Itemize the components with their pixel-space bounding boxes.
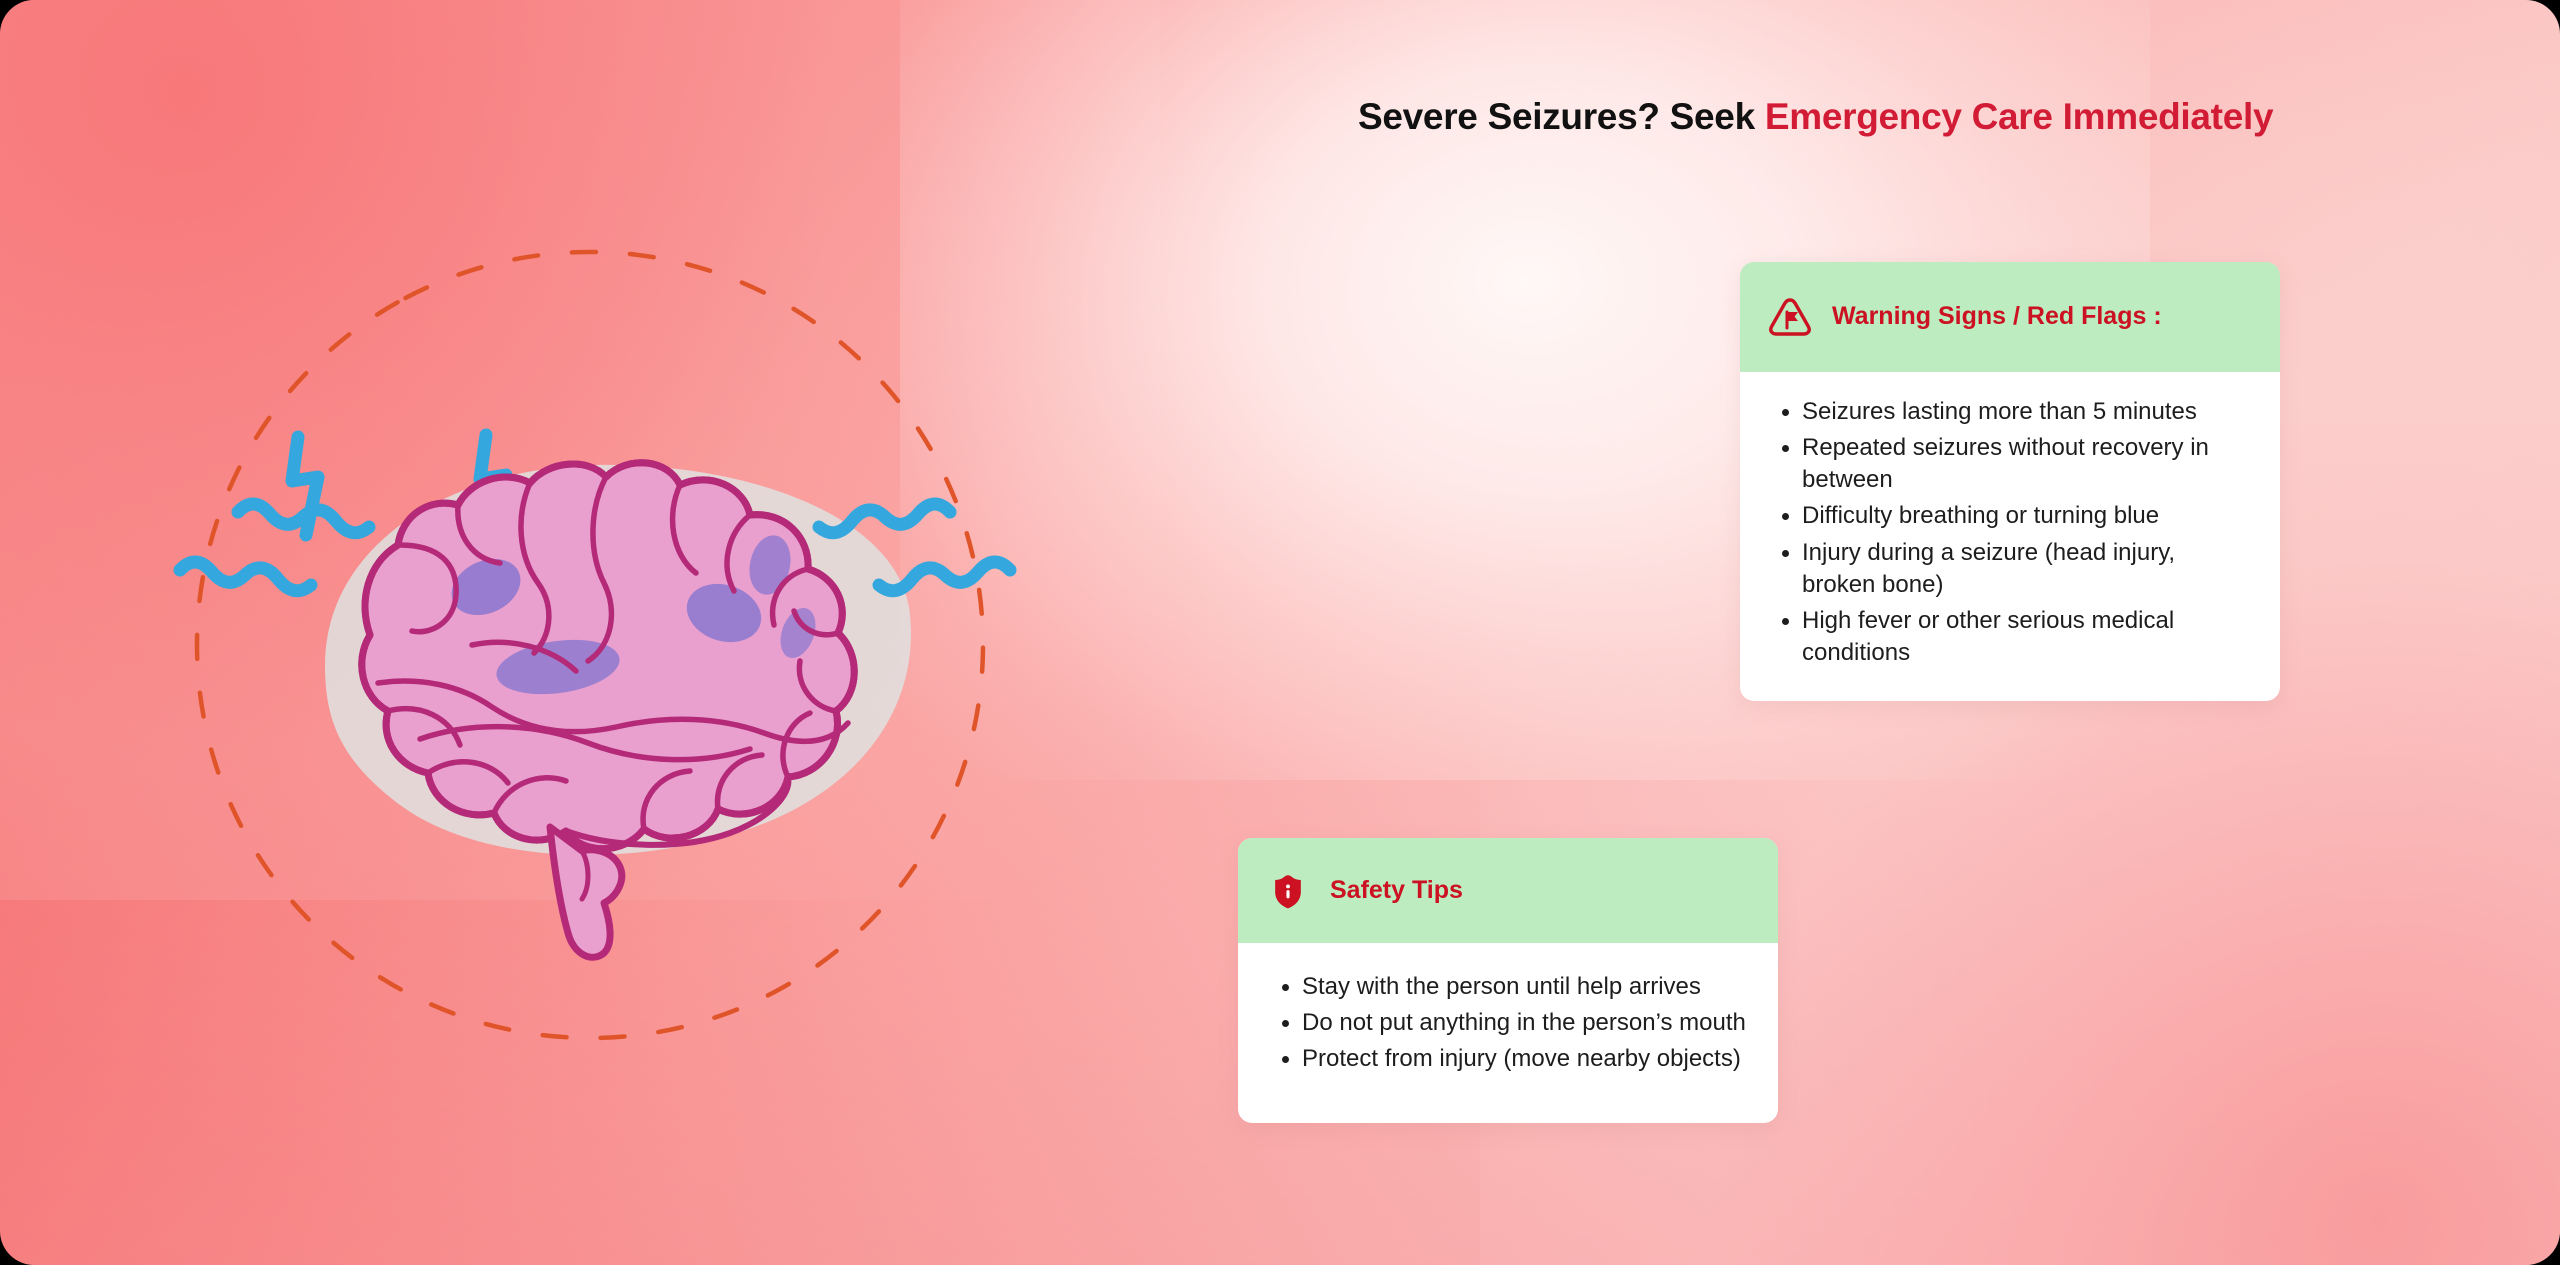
list-item: Repeated seizures without recovery in be… xyxy=(1782,432,2250,496)
safety-tips-card: Safety Tips Stay with the person until h… xyxy=(1238,838,1778,1124)
safety-card-title: Safety Tips xyxy=(1330,875,1463,904)
seizure-brain-illustration xyxy=(173,249,1017,1041)
safety-card-body: Stay with the person until help arrives … xyxy=(1238,943,1778,1123)
list-item: Difficulty breathing or turning blue xyxy=(1782,500,2250,532)
safety-list: Stay with the person until help arrives … xyxy=(1270,971,1748,1075)
list-item: Stay with the person until help arrives xyxy=(1282,971,1748,1003)
squiggle-right-upper xyxy=(812,497,957,540)
shield-info-icon xyxy=(1264,867,1312,915)
page-title-lead: Severe Seizures? Seek xyxy=(1358,96,1765,137)
warning-card-body: Seizures lasting more than 5 minutes Rep… xyxy=(1740,372,2280,701)
warning-triangle-flag-icon xyxy=(1766,293,1814,341)
list-item: Protect from injury (move nearby objects… xyxy=(1282,1043,1748,1075)
squiggle-right-lower xyxy=(872,555,1017,598)
warning-signs-card: Warning Signs / Red Flags : Seizures las… xyxy=(1740,262,2280,702)
list-item: Do not put anything in the person’s mout… xyxy=(1282,1007,1748,1039)
list-item: Seizures lasting more than 5 minutes xyxy=(1782,396,2250,428)
list-item: Injury during a seizure (head injury, br… xyxy=(1782,537,2250,601)
brain xyxy=(358,459,858,961)
page-title: Severe Seizures? Seek Emergency Care Imm… xyxy=(1358,96,2274,138)
warning-list: Seizures lasting more than 5 minutes Rep… xyxy=(1770,396,2250,669)
list-item: High fever or other serious medical cond… xyxy=(1782,605,2250,669)
page-title-accent: Emergency Care Immediately xyxy=(1764,96,2274,137)
warning-card-header: Warning Signs / Red Flags : xyxy=(1740,262,2280,372)
warning-card-title: Warning Signs / Red Flags : xyxy=(1832,302,2162,331)
safety-card-header: Safety Tips xyxy=(1238,838,1778,943)
